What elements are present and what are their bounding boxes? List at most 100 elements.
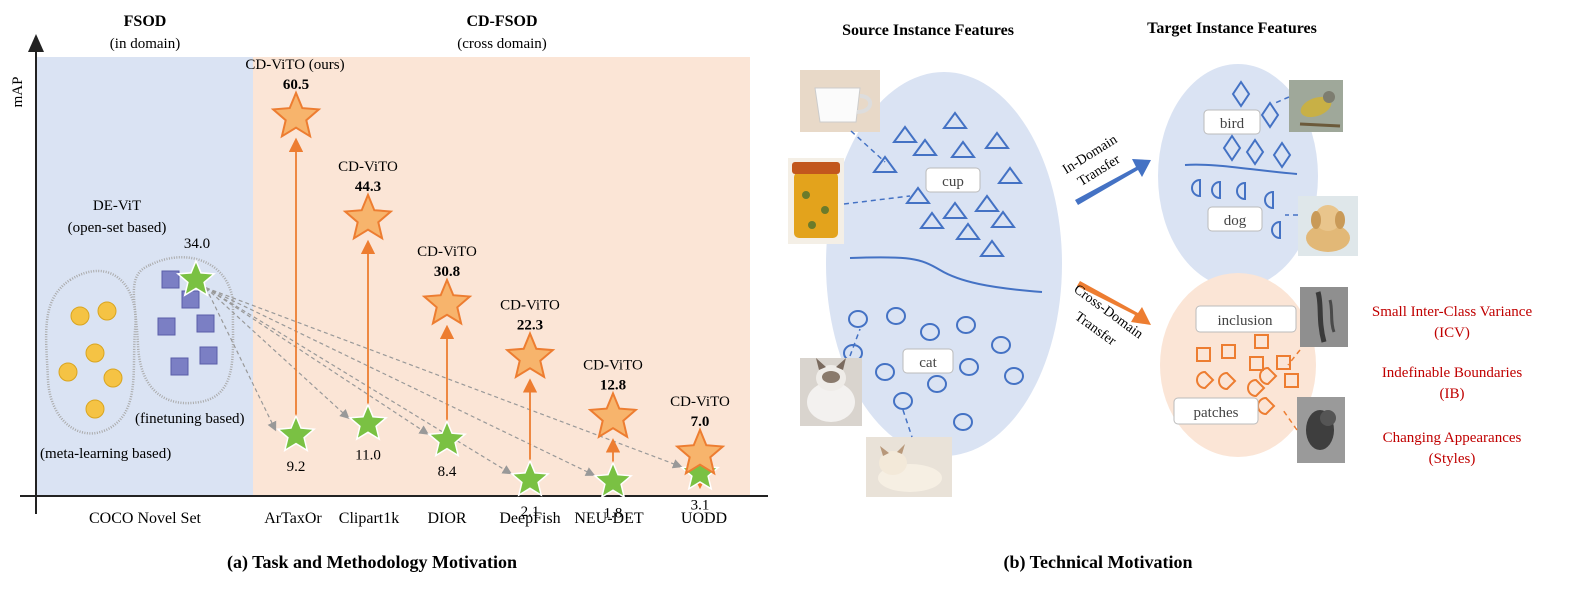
cross-domain-region — [253, 57, 750, 495]
challenge-styles-line1: Changing Appearances — [1383, 430, 1522, 446]
jar-photo-icon — [788, 158, 844, 244]
panel-a: mAP FSOD (in domain) CD-FSOD (cross doma… — [10, 13, 768, 573]
finetuning-cluster — [132, 256, 235, 405]
target-cross-domain-space — [1160, 273, 1316, 457]
dog-shapes — [1191, 178, 1281, 240]
cup-label: cup — [942, 174, 964, 190]
baseline-value: 8.4 — [438, 464, 457, 480]
devit-name: DE-ViT — [93, 198, 141, 214]
patches-label-box — [1173, 397, 1259, 425]
cdvito-label: CD-ViTO — [417, 244, 477, 260]
target-title: Target Instance Features — [1147, 20, 1317, 37]
x-axis-label: UODD — [681, 510, 727, 527]
cdvito-value: 30.8 — [434, 264, 460, 280]
devit-note: (open-set based) — [68, 220, 167, 236]
cat-photo-link — [849, 328, 861, 357]
cdvito-label: CD-ViTO — [338, 159, 398, 175]
cdvito-star — [504, 330, 556, 380]
patches-defect-photo-icon — [1297, 397, 1345, 463]
baseline-star — [348, 402, 388, 441]
cup-triangles — [872, 111, 1023, 257]
challenge-icv-line2: (ICV) — [1434, 325, 1470, 341]
caption-a: (a) Task and Methodology Motivation — [227, 552, 517, 573]
in-domain-arrow — [1075, 159, 1151, 205]
baseline-star — [427, 419, 467, 458]
baseline-star — [593, 460, 633, 499]
cup-photo-link — [850, 130, 886, 163]
inclusion-label: inclusion — [1218, 313, 1273, 329]
transfer-arrow — [205, 287, 430, 435]
cdvito-value: 60.5 — [283, 77, 309, 93]
baseline-value: 2.1 — [521, 504, 540, 520]
x-axis-label: COCO Novel Set — [89, 510, 202, 527]
baseline-value: 3.1 — [691, 497, 710, 513]
fsod-subtitle: (in domain) — [110, 36, 180, 52]
cdvito-star — [421, 277, 473, 326]
cross-domain-arrow — [1077, 281, 1151, 325]
cdfsod-title: CD-FSOD — [466, 13, 537, 30]
kitten-photo-icon — [866, 437, 952, 497]
inclusion-label-box — [1195, 305, 1297, 333]
dog-label-box — [1207, 206, 1263, 232]
cdvito-label: CD-ViTO (ours) — [245, 57, 344, 73]
x-axis-label: DIOR — [427, 510, 466, 527]
bird-diamonds — [1222, 80, 1292, 169]
target-in-domain-boundary — [1184, 163, 1298, 175]
transfer-arrow — [205, 287, 596, 476]
cdvito-label: CD-ViTO — [670, 394, 730, 410]
patches-photo-link — [1282, 409, 1298, 431]
devit-value: 34.0 — [184, 236, 210, 252]
y-axis-label: mAP — [10, 77, 26, 108]
cdvito-star — [674, 427, 726, 476]
cdvito-star — [270, 90, 322, 139]
finetuning-squares — [157, 270, 218, 376]
meta-learning-label: (meta-learning based) — [40, 446, 171, 462]
finetuning-label: (finetuning based) — [135, 411, 245, 427]
cdvito-value: 22.3 — [517, 318, 543, 334]
cdvito-star — [342, 192, 394, 241]
bird-label: bird — [1220, 116, 1245, 132]
dataset-value-labels: CD-ViTO (ours)60.59.2CD-ViTO44.311.0CD-V… — [245, 57, 730, 522]
baseline-star — [276, 414, 316, 452]
challenge-ib-line1: Indefinable Boundaries — [1382, 365, 1523, 381]
baseline-value: 11.0 — [355, 448, 381, 464]
jar-photo-link — [843, 195, 911, 205]
bird-photo-icon — [1289, 80, 1343, 132]
stars — [176, 90, 726, 499]
inclusion-defect-photo-icon — [1300, 287, 1348, 347]
cat-label: cat — [919, 355, 937, 371]
challenge-ib-line2: (IB) — [1440, 386, 1465, 402]
challenge-styles-line2: (Styles) — [1429, 451, 1476, 467]
cup-photo-icon — [800, 70, 880, 132]
bird-photo-link — [1274, 96, 1290, 104]
baseline-star — [510, 458, 550, 497]
cat-circles — [843, 307, 1024, 431]
cdvito-star — [587, 390, 639, 439]
baseline-value: 1.8 — [604, 506, 623, 522]
source-title: Source Instance Features — [842, 22, 1014, 39]
x-axis-label: DeepFish — [499, 510, 560, 527]
cdvito-label: CD-ViTO — [583, 357, 643, 373]
cdfsod-subtitle: (cross domain) — [457, 36, 547, 52]
cup-label-box — [925, 167, 981, 193]
challenge-icv-line1: Small Inter-Class Variance — [1372, 304, 1533, 320]
inclusion-photo-link — [1287, 349, 1301, 366]
cdvito-value: 44.3 — [355, 179, 381, 195]
cdvito-label: CD-ViTO — [500, 298, 560, 314]
baseline-star — [680, 452, 720, 491]
x-axis-label: ArTaxOr — [264, 510, 322, 527]
patches-shapes — [1196, 366, 1278, 416]
meta-learning-cluster — [44, 269, 137, 435]
devit-star — [176, 258, 216, 297]
dog-label: dog — [1224, 213, 1247, 229]
transfer-arrow — [205, 287, 350, 419]
target-in-domain-space — [1158, 64, 1318, 288]
transfer-arrow — [205, 287, 277, 432]
puppy-photo-icon — [1298, 196, 1358, 256]
cat-photo-icon — [800, 358, 862, 426]
source-boundary — [849, 256, 1043, 293]
fsod-title: FSOD — [124, 13, 167, 30]
cdvito-value: 7.0 — [691, 414, 710, 430]
